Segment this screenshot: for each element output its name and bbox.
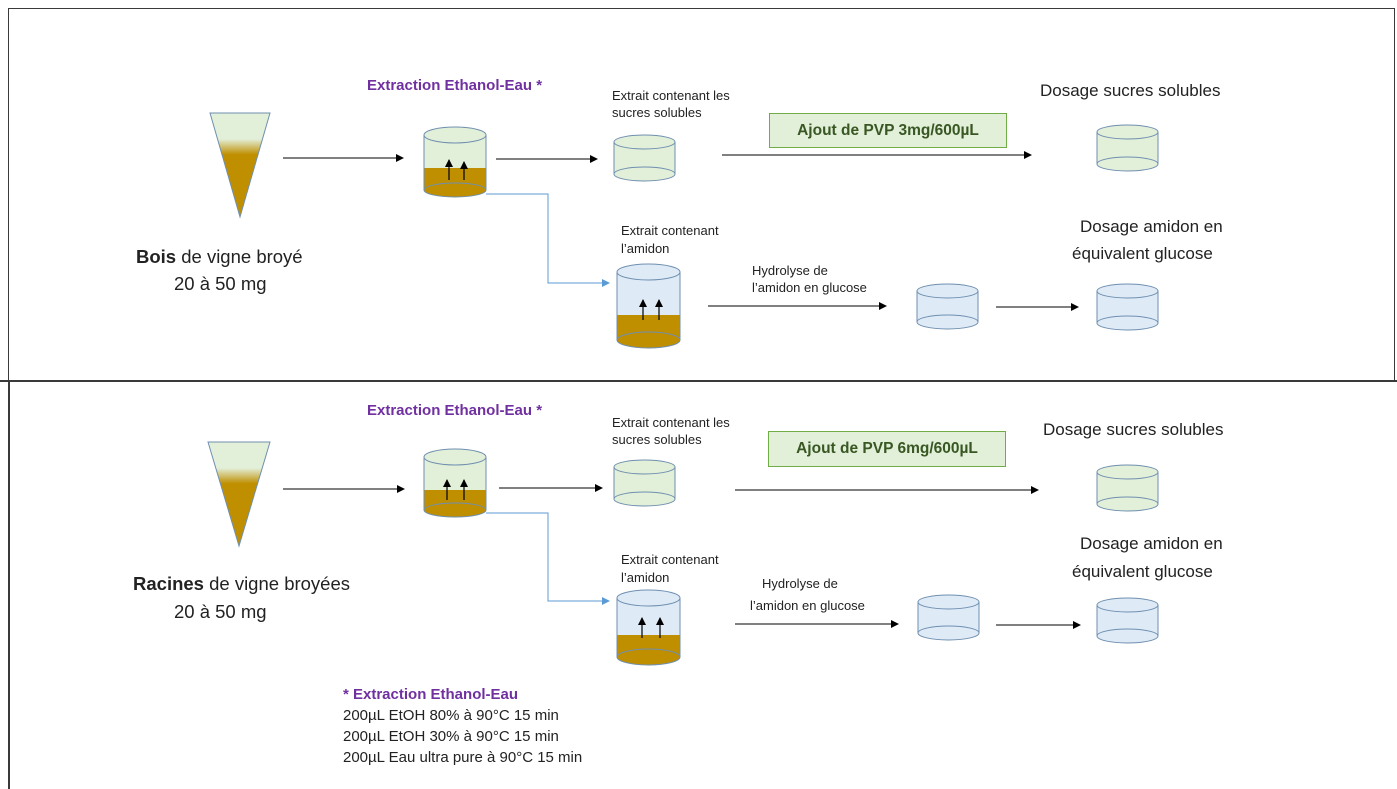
top-dosage-starch-line2: équivalent glucose bbox=[1072, 244, 1213, 263]
bottom-extract-starch-line1: Extrait contenant bbox=[621, 552, 719, 567]
top-dosage-starch-cylinder bbox=[1096, 283, 1159, 331]
bottom-extract-soluble-line2: sucres solubles bbox=[612, 432, 702, 447]
bottom-dosage-starch-line2: équivalent glucose bbox=[1072, 562, 1213, 581]
top-extraction-tube bbox=[423, 126, 487, 198]
bottom-extraction-tube bbox=[423, 448, 487, 518]
top-pvp-box: Ajout de PVP 3mg/600µL bbox=[769, 113, 1007, 148]
top-dosage-soluble-cylinder bbox=[1096, 124, 1159, 172]
top-sample-label: Bois de vigne broyé bbox=[136, 245, 303, 269]
bottom-dosage-starch-line1: Dosage amidon en bbox=[1080, 534, 1223, 553]
top-extraction-title: Extraction Ethanol-Eau * bbox=[367, 77, 543, 94]
top-arrow-tube-to-starch bbox=[486, 193, 610, 287]
top-extract-soluble-line2: sucres solubles bbox=[612, 105, 702, 120]
top-sample-mass: 20 à 50 mg bbox=[174, 273, 267, 294]
top-extract-soluble-line1: Extrait contenant les bbox=[612, 88, 730, 103]
bottom-extract-starch-line2: l’amidon bbox=[621, 570, 670, 585]
bottom-dosage-soluble-label: Dosage sucres solubles bbox=[1043, 420, 1224, 439]
bottom-pvp-box: Ajout de PVP 6mg/600µL bbox=[768, 431, 1006, 467]
footnote-line-3: 200µL Eau ultra pure à 90°C 15 min bbox=[343, 749, 583, 766]
top-extract-starch-line1: Extrait contenant bbox=[621, 223, 719, 238]
top-starch-extract-tube bbox=[616, 263, 681, 349]
bottom-sample-cone bbox=[207, 441, 271, 548]
footnote-line-1: 200µL EtOH 80% à 90°C 15 min bbox=[343, 707, 559, 724]
bottom-arrow-tube-to-starch bbox=[486, 512, 610, 605]
top-sample-cone bbox=[209, 112, 271, 219]
panel-divider bbox=[0, 380, 1397, 382]
top-dosage-soluble-label: Dosage sucres solubles bbox=[1040, 81, 1221, 100]
bottom-sample-bold: Racines bbox=[133, 573, 204, 594]
top-hydrolysis-line2: l’amidon en glucose bbox=[752, 280, 867, 295]
bottom-hydrolysis-cylinder bbox=[917, 594, 980, 641]
top-extract-starch-line2: l’amidon bbox=[621, 241, 670, 256]
top-sample-bold: Bois bbox=[136, 246, 177, 267]
bottom-soluble-extract-cylinder bbox=[613, 459, 676, 507]
bottom-panel-left-border bbox=[8, 382, 10, 789]
top-panel-frame bbox=[8, 8, 1395, 380]
top-hydrolysis-cylinder bbox=[916, 283, 979, 330]
bottom-sample-mass: 20 à 50 mg bbox=[174, 601, 267, 622]
bottom-extract-soluble-line1: Extrait contenant les bbox=[612, 415, 730, 430]
bottom-sample-rest: de vigne broyées bbox=[203, 573, 351, 594]
top-sample-rest: de vigne broyé bbox=[176, 246, 303, 267]
bottom-dosage-soluble-cylinder bbox=[1096, 464, 1159, 512]
top-hydrolysis-line1: Hydrolyse de bbox=[752, 263, 828, 278]
bottom-hydrolysis-line2: l’amidon en glucose bbox=[750, 598, 865, 613]
top-dosage-starch-line1: Dosage amidon en bbox=[1080, 217, 1223, 236]
footnote-line-2: 200µL EtOH 30% à 90°C 15 min bbox=[343, 728, 559, 745]
bottom-starch-extract-tube bbox=[616, 589, 681, 666]
bottom-hydrolysis-line1: Hydrolyse de bbox=[762, 576, 838, 591]
bottom-extraction-title: Extraction Ethanol-Eau * bbox=[367, 402, 543, 419]
top-soluble-extract-cylinder bbox=[613, 134, 676, 182]
bottom-dosage-starch-cylinder bbox=[1096, 597, 1159, 644]
footnote-title: * Extraction Ethanol-Eau bbox=[343, 686, 519, 703]
footnote: * Extraction Ethanol-Eau 200µL EtOH 80% … bbox=[343, 684, 582, 768]
bottom-sample-label: Racines de vigne broyées bbox=[133, 572, 350, 596]
